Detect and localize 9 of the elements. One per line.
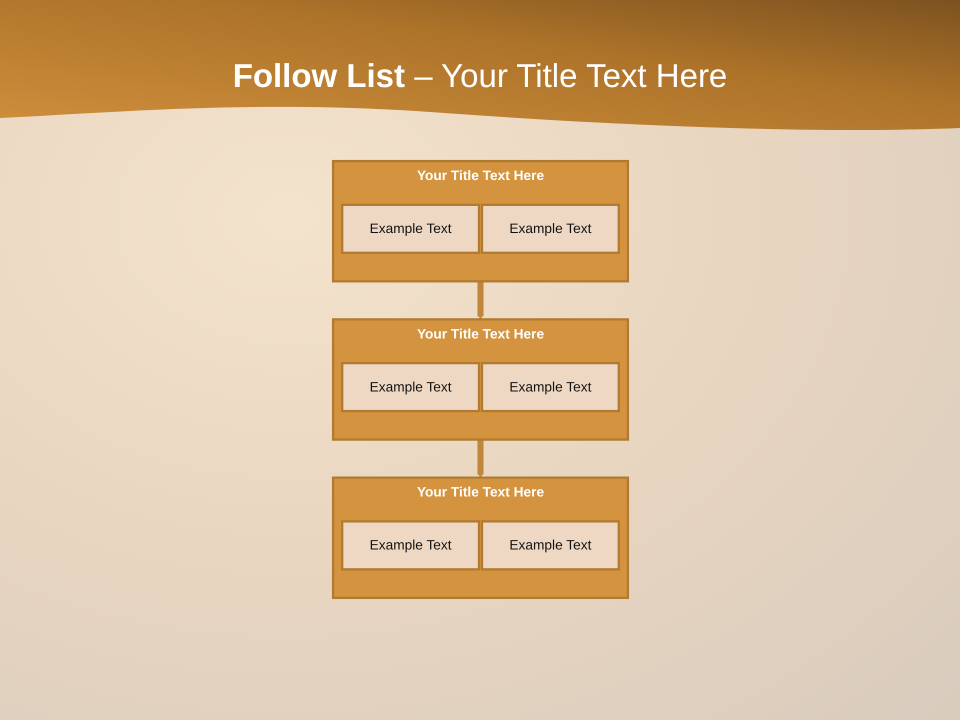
arrow <box>476 440 484 478</box>
page-title: Follow List – Your Title Text Here <box>232 56 728 96</box>
text-cell: Example Text <box>340 204 480 254</box>
arrow <box>476 281 484 320</box>
text-cell: Example Text <box>480 204 620 254</box>
text-cell: Example Text <box>340 362 480 412</box>
text-cell: Example Text <box>480 520 620 570</box>
text-cell: Example Text <box>480 362 620 412</box>
text-cell: Example Text <box>340 520 480 570</box>
